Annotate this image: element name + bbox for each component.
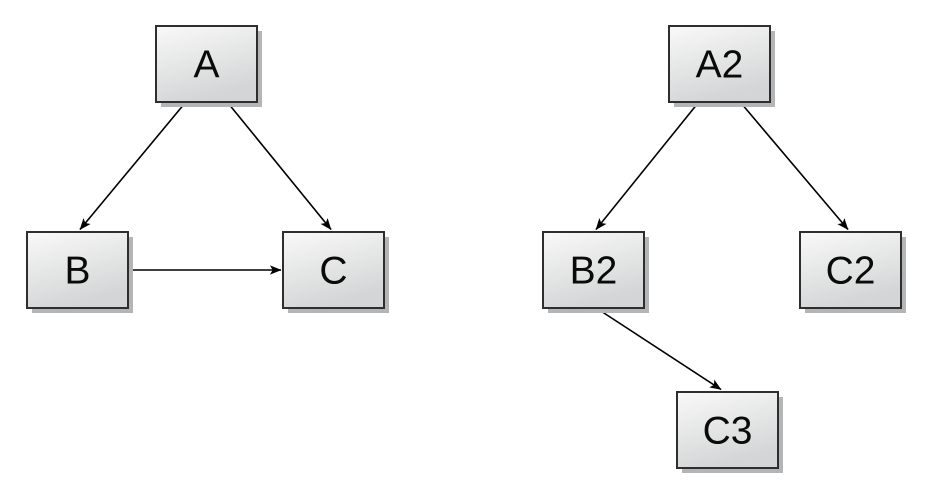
node-c[interactable]: C xyxy=(282,231,389,313)
edge-a-to-c[interactable] xyxy=(227,102,332,231)
node-a2[interactable]: A2 xyxy=(668,25,775,107)
edge-a-to-b[interactable] xyxy=(79,102,186,231)
node-b-label: B xyxy=(64,250,90,293)
node-b[interactable]: B xyxy=(26,231,133,313)
node-a2-box[interactable] xyxy=(668,25,771,103)
node-a2-label: A2 xyxy=(696,44,744,87)
node-c2[interactable]: C2 xyxy=(799,231,906,313)
node-c-box[interactable] xyxy=(282,231,385,309)
edge-a2-to-c2[interactable] xyxy=(740,102,849,231)
node-b2-label: B2 xyxy=(570,250,618,293)
node-b2-box[interactable] xyxy=(542,231,645,309)
node-c3-box[interactable] xyxy=(676,391,779,469)
node-c2-box[interactable] xyxy=(799,231,902,309)
node-b2[interactable]: B2 xyxy=(542,231,649,313)
edge-b2-to-c3[interactable] xyxy=(596,307,722,391)
edge-a2-to-b2[interactable] xyxy=(595,102,699,231)
node-c-label: C xyxy=(319,250,347,293)
node-c2-label: C2 xyxy=(826,250,876,293)
node-b-box[interactable] xyxy=(26,231,129,309)
node-a-box[interactable] xyxy=(155,25,258,103)
node-a-label: A xyxy=(193,44,219,87)
node-c3-label: C3 xyxy=(703,410,753,453)
node-c3[interactable]: C3 xyxy=(676,391,783,473)
node-a[interactable]: A xyxy=(155,25,262,107)
graph-right: A2 B2 C2 C3 xyxy=(542,25,906,473)
graph-left: A B C xyxy=(26,25,389,313)
